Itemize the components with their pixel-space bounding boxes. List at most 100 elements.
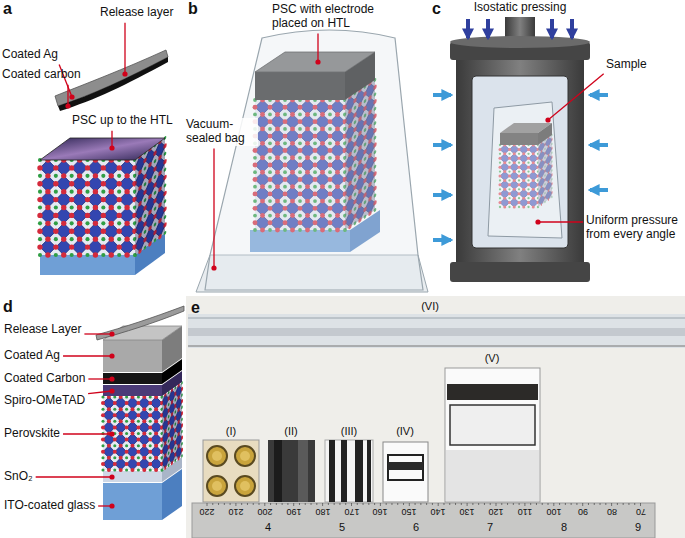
sample-cell — [268, 440, 315, 502]
cation-sphere — [125, 432, 128, 435]
lattice-front — [101, 395, 164, 472]
ruler-tick — [207, 503, 208, 506]
ruler-tick — [571, 503, 572, 505]
electrode-dot — [240, 481, 250, 491]
anion-sphere — [148, 401, 152, 405]
anion-sphere — [45, 221, 50, 226]
ruler-tick — [420, 503, 421, 505]
cation-sphere — [70, 205, 74, 209]
cation-sphere — [101, 420, 104, 423]
ruler-number: 110 — [518, 507, 532, 517]
ruler-tick — [467, 503, 468, 506]
anion-sphere — [109, 236, 114, 241]
anion-sphere — [109, 173, 114, 178]
anion-sphere — [85, 244, 90, 249]
sample-number: (III) — [341, 425, 358, 438]
ruler-tick — [316, 503, 317, 505]
ruler-number: 9 — [635, 521, 641, 534]
panel-a — [37, 50, 168, 275]
glass-strip — [188, 314, 685, 348]
leader-line — [84, 333, 112, 334]
sno2-layer — [103, 471, 162, 482]
ruler-number: 220 — [199, 507, 214, 517]
anion-sphere — [119, 431, 123, 435]
cation-sphere — [137, 432, 140, 435]
anion-sphere — [69, 229, 74, 234]
cation-sphere — [149, 432, 152, 435]
perovskite-cube — [101, 380, 183, 473]
cation-sphere — [54, 253, 58, 257]
ruler-tick — [513, 503, 514, 505]
ruler-tick — [582, 503, 583, 506]
anion-sphere — [53, 165, 58, 170]
ruler-tick — [455, 503, 456, 505]
anion-sphere — [101, 181, 106, 186]
cube-front — [103, 397, 162, 470]
ruler-tick — [218, 503, 219, 505]
htl-top-face — [40, 138, 165, 160]
cation-sphere — [38, 221, 42, 225]
electrode-stripe — [355, 440, 363, 502]
ruler-tick — [617, 503, 618, 505]
anion-sphere — [116, 165, 121, 170]
cation-sphere — [38, 253, 42, 257]
anion-sphere — [142, 419, 146, 423]
anion-sphere — [37, 181, 42, 186]
leader-dot — [109, 431, 114, 436]
anion-sphere — [109, 189, 114, 194]
anion-sphere — [124, 252, 129, 257]
panel-e — [188, 314, 685, 538]
anion-sphere — [53, 197, 58, 202]
anion-sphere — [107, 407, 111, 411]
ruler-tick — [559, 503, 560, 505]
cation-sphere — [117, 174, 121, 178]
cation-sphere — [125, 456, 128, 459]
anion-sphere — [113, 438, 117, 442]
ruler-number: 5 — [339, 521, 345, 534]
electrode-dot — [235, 446, 255, 466]
cation-sphere — [70, 253, 74, 257]
ruler-tick — [553, 503, 554, 506]
anion-sphere — [154, 407, 158, 411]
anion-sphere — [119, 468, 123, 472]
cation-sphere — [117, 237, 121, 241]
ruler-number: 140 — [431, 507, 446, 517]
ruler-tick — [247, 503, 248, 505]
anion-sphere — [125, 438, 129, 442]
callout-label: PSC with electrode placed on HTL — [272, 3, 397, 31]
cation-sphere — [70, 190, 74, 194]
ruler-tick — [357, 503, 358, 505]
anion-sphere — [142, 456, 146, 460]
ruler-number: 200 — [257, 507, 272, 517]
sample-number: (V) — [485, 352, 500, 365]
callout-label: Coated carbon — [2, 68, 81, 82]
spiro-layer — [103, 385, 162, 396]
anion-sphere — [136, 401, 140, 405]
anion-sphere — [61, 205, 66, 210]
electrode-dot — [235, 476, 255, 496]
anion-sphere — [93, 173, 98, 178]
leader-line — [548, 74, 604, 120]
anion-sphere — [45, 236, 50, 241]
callout-label: Coated Ag — [4, 349, 60, 363]
anion-sphere — [37, 244, 42, 249]
anion-sphere — [45, 173, 50, 178]
ruler-number: 90 — [578, 507, 588, 517]
anion-sphere — [142, 407, 146, 411]
panel-letter: d — [3, 298, 13, 316]
leader-line — [213, 149, 214, 268]
ruler-number: 80 — [607, 507, 617, 517]
anion-sphere — [109, 205, 114, 210]
anion-sphere — [113, 401, 117, 405]
ruler-tick — [443, 503, 444, 505]
anion-sphere — [61, 173, 66, 178]
cube-front — [40, 160, 135, 255]
anion-sphere — [130, 468, 134, 472]
electrode-dot — [207, 476, 227, 496]
anion-sphere — [85, 181, 90, 186]
anion-sphere — [37, 213, 42, 218]
callout-label: Uniform pressure from every angle — [586, 214, 682, 242]
leader-dot — [211, 265, 216, 270]
anion-sphere — [101, 425, 105, 429]
anion-sphere — [116, 229, 121, 234]
